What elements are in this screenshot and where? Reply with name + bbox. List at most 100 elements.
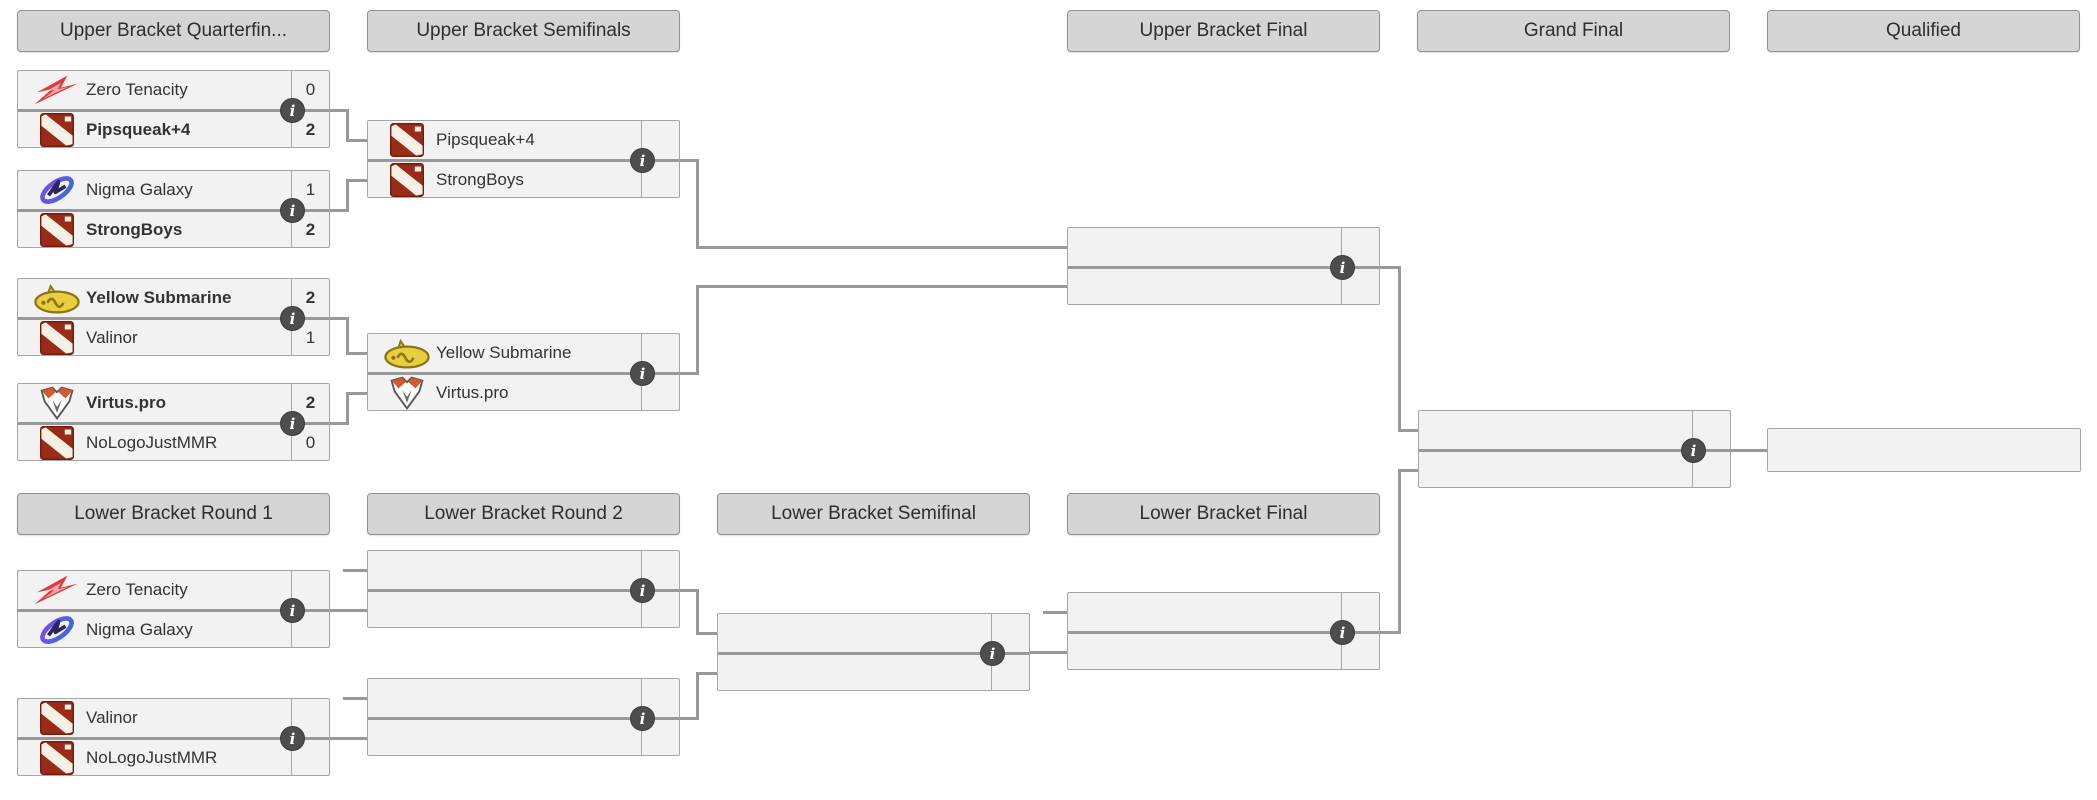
match-info-icon[interactable]: i (280, 198, 305, 223)
match-info-icon[interactable]: i (630, 148, 655, 173)
team-name[interactable]: Pipsqueak+4 (86, 119, 191, 139)
team-name[interactable]: Zero Tenacity (86, 580, 188, 599)
team-name[interactable]: Valinor (86, 327, 138, 347)
virtuspro-logo-icon[interactable] (378, 375, 436, 410)
dota2-logo-icon[interactable] (28, 740, 86, 775)
connector-line (680, 717, 699, 720)
connector-line (1030, 651, 1067, 654)
connector-line (346, 109, 349, 142)
team-row: Yellow Submarine (368, 334, 679, 372)
team-row: Valinor 1 (18, 317, 329, 355)
team-logo-placeholder (378, 679, 436, 717)
header-label: Upper Bracket Semifinals (416, 20, 631, 41)
team-score (641, 162, 679, 197)
match-info-icon[interactable]: i (280, 411, 305, 436)
connector-line (346, 392, 349, 425)
team-name[interactable]: Yellow Submarine (86, 288, 232, 307)
team-logo-placeholder (378, 720, 436, 755)
dota2-logo-icon[interactable] (28, 425, 86, 460)
yellow-submarine-logo-icon[interactable] (28, 279, 86, 317)
match-info-icon[interactable]: i (280, 98, 305, 123)
team-logo-placeholder (728, 614, 786, 652)
team-logo-placeholder (378, 592, 436, 627)
team-score: 0 (291, 425, 329, 460)
match-info-icon[interactable]: i (1681, 438, 1706, 463)
connector-line (1398, 429, 1418, 432)
team-row: Virtus.pro 2 (18, 384, 329, 422)
header-label: Lower Bracket Round 2 (424, 503, 623, 524)
nigma-galaxy-logo-icon[interactable] (28, 612, 86, 647)
header-grand-final: Grand Final (1417, 10, 1730, 52)
dota2-logo-icon[interactable] (28, 699, 86, 737)
team-row (1068, 228, 1379, 266)
connector-line (330, 609, 367, 612)
loser-drop-stub (343, 569, 367, 572)
yellow-submarine-logo-icon[interactable] (378, 334, 436, 372)
team-row (1068, 593, 1379, 631)
connector-line (680, 589, 699, 592)
team-name[interactable]: Nigma Galaxy (86, 619, 193, 639)
match-ub-final: i (1067, 227, 1380, 305)
team-score (1692, 452, 1730, 487)
team-score (1341, 269, 1379, 304)
match-info-icon[interactable]: i (980, 641, 1005, 666)
team-logo-placeholder (1078, 593, 1136, 631)
team-row (718, 614, 1029, 652)
zero-tenacity-logo-icon[interactable] (28, 571, 86, 609)
match-info-icon[interactable]: i (630, 361, 655, 386)
match-ub-quarterfinal-2: Nigma Galaxy 1 StrongBoys 2 i (17, 170, 330, 248)
connector-line (680, 372, 699, 375)
dota2-logo-icon[interactable] (28, 112, 86, 147)
team-row: Yellow Submarine 2 (18, 279, 329, 317)
team-name[interactable]: StrongBoys (86, 219, 183, 239)
team-name[interactable]: NoLogoJustMMR (86, 747, 218, 767)
match-lb-round2-1: i (367, 550, 680, 628)
team-score (641, 121, 679, 159)
connector-line (330, 422, 349, 425)
team-name[interactable]: StrongBoys (436, 169, 524, 189)
dota2-logo-icon[interactable] (378, 162, 436, 197)
loser-drop-stub (343, 697, 367, 700)
team-name[interactable]: Virtus.pro (436, 382, 509, 402)
team-row: StrongBoys 2 (18, 209, 329, 247)
team-name[interactable]: Nigma Galaxy (86, 180, 193, 199)
match-info-icon[interactable]: i (630, 706, 655, 731)
dota2-logo-icon[interactable] (378, 121, 436, 159)
match-info-icon[interactable]: i (280, 726, 305, 751)
team-name[interactable]: Yellow Submarine (436, 343, 572, 362)
header-label: Lower Bracket Final (1139, 503, 1308, 524)
header-upper-bracket-quarterfinals: Upper Bracket Quarterfin... (17, 10, 330, 52)
match-info-icon[interactable]: i (630, 578, 655, 603)
header-label: Upper Bracket Quarterfin... (59, 20, 288, 41)
team-score (991, 655, 1029, 690)
connector-line (696, 589, 699, 635)
match-info-icon[interactable]: i (280, 598, 305, 623)
team-row: Valinor (18, 699, 329, 737)
match-info-icon[interactable]: i (280, 306, 305, 331)
match-lb-round2-2: i (367, 678, 680, 756)
dota2-logo-icon[interactable] (28, 320, 86, 355)
match-info-icon[interactable]: i (1330, 255, 1355, 280)
team-row: NoLogoJustMMR (18, 737, 329, 775)
team-name[interactable]: Zero Tenacity (86, 80, 188, 99)
match-info-icon[interactable]: i (1330, 620, 1355, 645)
header-lower-bracket-round-1: Lower Bracket Round 1 (17, 493, 330, 535)
connector-line (346, 317, 349, 355)
team-name[interactable]: Valinor (86, 708, 138, 727)
nigma-galaxy-logo-icon[interactable] (28, 171, 86, 209)
zero-tenacity-logo-icon[interactable] (28, 71, 86, 109)
team-name[interactable]: Pipsqueak+4 (436, 130, 535, 149)
team-score (291, 571, 329, 609)
match-ub-quarterfinal-1: Zero Tenacity 0 Pipsqueak+4 2 i (17, 70, 330, 148)
team-score (641, 592, 679, 627)
team-score: 1 (291, 320, 329, 355)
dota2-logo-icon[interactable] (28, 212, 86, 247)
connector-line (680, 159, 699, 162)
team-name[interactable]: Virtus.pro (86, 393, 166, 412)
team-score (291, 740, 329, 775)
team-score (291, 699, 329, 737)
team-name[interactable]: NoLogoJustMMR (86, 432, 218, 452)
virtuspro-logo-icon[interactable] (28, 384, 86, 422)
connector-line (330, 737, 367, 740)
